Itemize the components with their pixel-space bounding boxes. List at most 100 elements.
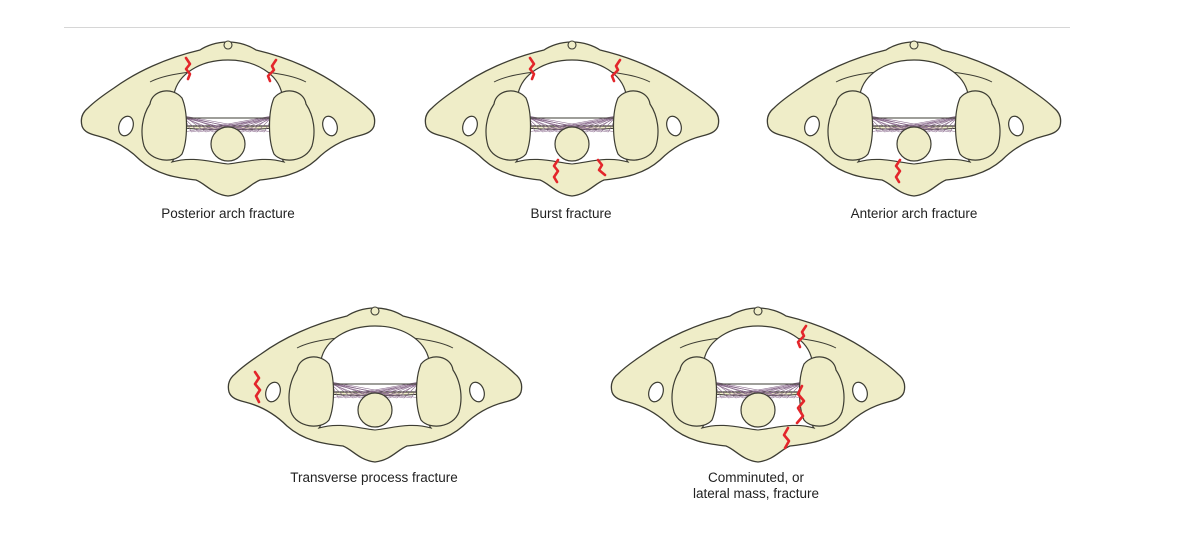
caption-burst: Burst fracture	[471, 206, 671, 222]
atlas-vertebra-illustration	[80, 40, 376, 197]
ligament-fiber	[869, 117, 907, 133]
caption-line: Burst fracture	[530, 206, 612, 221]
ligament-fiber	[713, 383, 795, 399]
lateral-mass-right	[268, 90, 315, 161]
fracture-line-lateral-mass-right	[795, 384, 806, 425]
fracture-line-anterior-left	[552, 158, 560, 184]
ligament-fiber	[764, 382, 803, 399]
ligament-fiber	[928, 117, 959, 133]
lateral-mass-left	[827, 90, 874, 161]
ligament-fiber	[242, 117, 273, 133]
ligament-fiber	[330, 382, 361, 399]
lateral-mass-left	[485, 90, 532, 161]
caption-comminuted: Comminuted, or lateral mass, fracture	[636, 470, 876, 502]
ligament-fiber	[772, 383, 803, 399]
ligament-fiber	[389, 383, 420, 399]
ligament-fiber	[549, 115, 617, 133]
posterior-tubercle	[567, 40, 577, 50]
caption-anterior-arch: Anterior arch fracture	[814, 206, 1014, 222]
ligament-fiber	[891, 115, 959, 133]
fracture-line-anterior-right	[596, 158, 607, 177]
atlas-vertebra-illustration	[227, 306, 523, 463]
ligament-fiber	[234, 116, 273, 133]
transverse-foramen-left	[118, 115, 134, 137]
atlas-vertebra-illustration	[766, 40, 1062, 197]
dens	[357, 392, 393, 428]
ligament-fiber	[381, 382, 420, 399]
ligament-fiber	[779, 381, 803, 399]
ligament-fiber	[593, 115, 617, 133]
caption-line: Posterior arch fracture	[161, 206, 295, 221]
fracture-line-anterior-right-low	[782, 426, 791, 450]
ligament-fiber	[396, 381, 420, 399]
transverse-foramen-left	[804, 115, 820, 137]
lateral-mass-right	[612, 90, 659, 161]
panel-anterior-arch	[766, 36, 1062, 200]
fracture-line-posterior-right	[796, 324, 808, 349]
fracture-line-transverse-left	[253, 370, 262, 404]
ligament-fiber	[586, 117, 617, 133]
ligament-fiber	[205, 115, 273, 133]
panel-posterior-arch	[80, 36, 376, 200]
ligament-fiber	[935, 115, 959, 133]
ligament-fiber	[578, 116, 617, 133]
ligament-fiber	[249, 115, 273, 133]
ligament-fiber	[735, 381, 803, 399]
transverse-foramen-right	[322, 115, 338, 137]
ligament-fiber	[527, 117, 609, 133]
ligament-fiber	[183, 117, 265, 133]
transverse-foramen-left	[648, 381, 664, 403]
caption-line: lateral mass, fracture	[692, 486, 820, 501]
ligament-fiber	[920, 116, 959, 133]
ligament-fiber	[869, 117, 951, 133]
caption-posterior-arch: Posterior arch fracture	[128, 206, 328, 222]
caption-line: Transverse process fracture	[290, 470, 458, 485]
fracture-line-posterior-left	[184, 56, 192, 81]
posterior-tubercle	[909, 40, 919, 50]
caption-line: Anterior arch fracture	[850, 206, 978, 221]
lateral-mass-left	[671, 356, 718, 427]
ligament-fiber	[869, 115, 958, 133]
ligament-fiber	[183, 115, 272, 133]
transverse-foramen-right	[469, 381, 485, 403]
fracture-line-posterior-right	[610, 58, 622, 83]
posterior-tubercle	[370, 306, 380, 316]
ligament-fiber	[869, 116, 900, 133]
atlas-vertebra-illustration	[610, 306, 906, 463]
dens	[740, 392, 776, 428]
lateral-mass-left	[288, 356, 335, 427]
panel-transverse-process	[227, 302, 523, 466]
ligament-fiber	[527, 117, 565, 133]
ligament-fiber	[713, 381, 802, 399]
transverse-foramen-right	[1008, 115, 1024, 137]
panel-burst	[424, 36, 720, 200]
fracture-line-posterior-right	[266, 58, 278, 83]
ligament-fiber	[330, 383, 368, 399]
dens	[210, 126, 246, 162]
ligament-fiber	[527, 115, 616, 133]
fracture-line-posterior-left	[528, 56, 536, 81]
ligament-fiber	[527, 116, 558, 133]
ligament-fiber	[330, 381, 419, 399]
panel-comminuted	[610, 302, 906, 466]
transverse-foramen-left	[265, 381, 281, 403]
atlas-vertebra-illustration	[424, 40, 720, 197]
ligament-fiber	[183, 117, 221, 133]
lateral-mass-right	[798, 356, 845, 427]
top-divider	[64, 27, 1070, 28]
ligament-fiber	[183, 116, 214, 133]
caption-transverse-process: Transverse process fracture	[254, 470, 494, 486]
transverse-foramen-right	[852, 381, 868, 403]
ligament-fiber	[330, 383, 412, 399]
transverse-foramen-right	[666, 115, 682, 137]
fracture-line-anterior-left	[894, 158, 902, 184]
dens	[554, 126, 590, 162]
lateral-mass-left	[141, 90, 188, 161]
transverse-foramen-left	[462, 115, 478, 137]
ligament-fiber	[352, 381, 420, 399]
lateral-mass-right	[954, 90, 1001, 161]
posterior-tubercle	[223, 40, 233, 50]
posterior-tubercle	[753, 306, 763, 316]
caption-line: Comminuted, or	[707, 470, 805, 485]
dens	[896, 126, 932, 162]
